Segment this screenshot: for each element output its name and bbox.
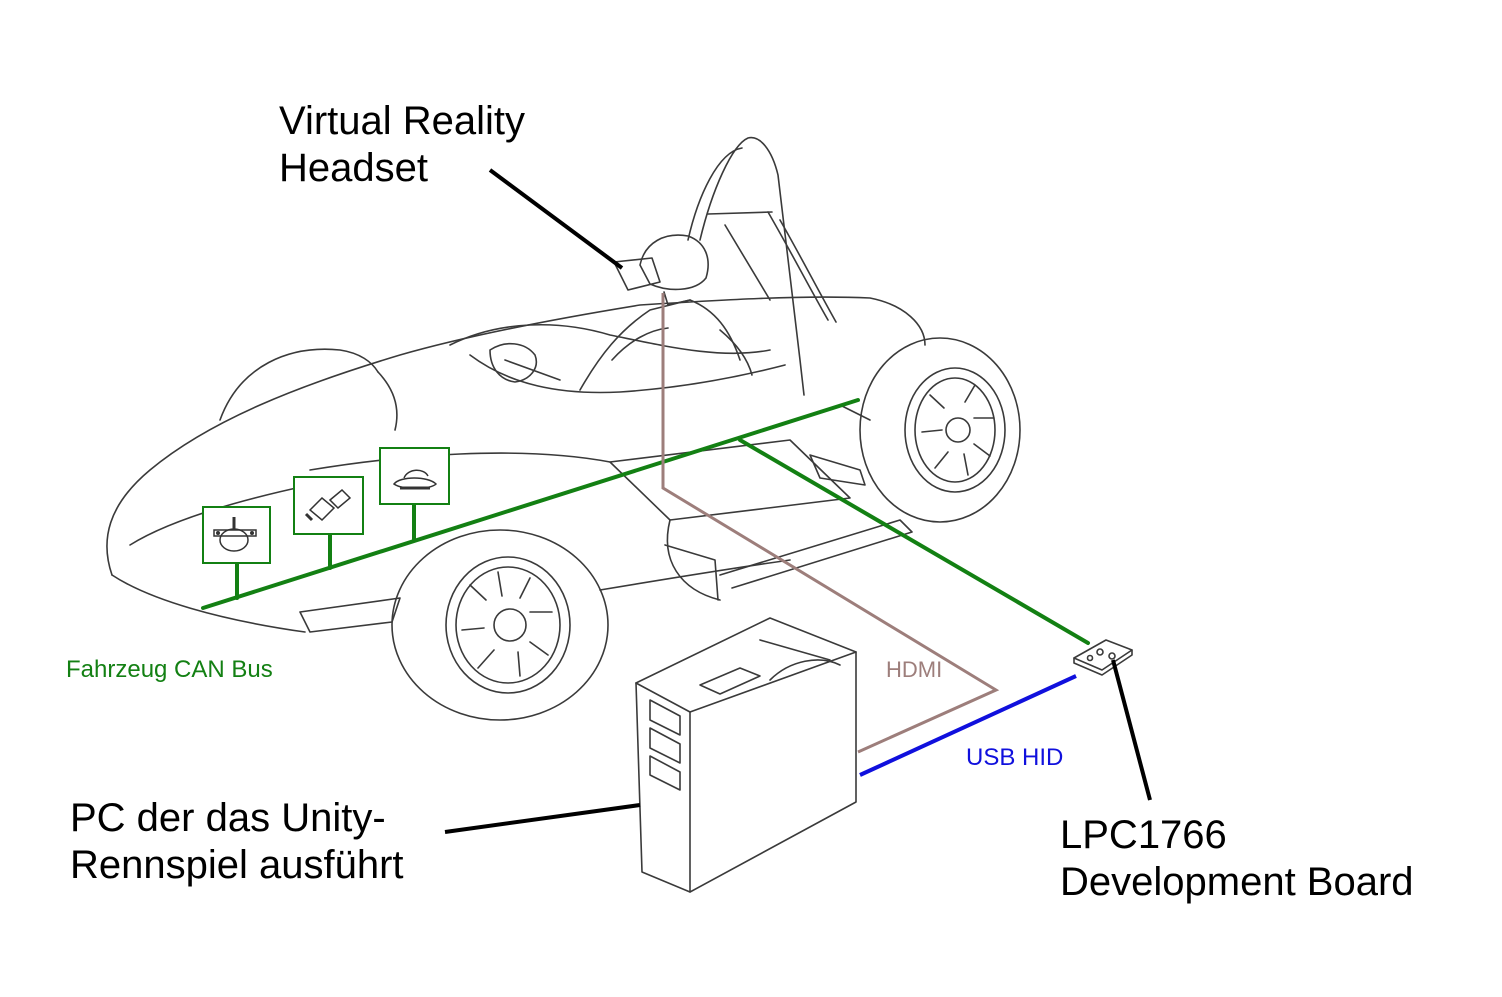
race-car-sketch (106, 136, 1021, 721)
can-bus-label: Fahrzeug CAN Bus (66, 656, 273, 683)
pressure-sensor-icon (293, 476, 364, 535)
vr-headset-drawing (613, 234, 709, 306)
pedal-sensor-icon (379, 447, 450, 505)
hdmi-label: HDMI (886, 657, 943, 682)
pc-label-line-1: PC der das Unity- (70, 796, 386, 840)
pc-tower-drawing (635, 617, 857, 893)
rear-wheel (859, 337, 1021, 523)
steering-angle-sensor-icon (202, 506, 271, 564)
pc-label-line-2: Rennspiel ausführt (70, 843, 404, 888)
hdmi-cable (661, 293, 1000, 754)
dev-board-label: LPC1766 Development Board (1060, 812, 1414, 906)
leader-lines (444, 168, 1152, 834)
front-wheel (391, 529, 609, 721)
usb-hid-label: USB HID (966, 744, 1064, 771)
dev-board-label-line-2: Development Board (1060, 860, 1414, 905)
pc-label: PC der das Unity- Rennspiel ausführt (70, 795, 404, 889)
dev-board-drawing (1073, 639, 1133, 676)
usb-hid-cable (859, 674, 1077, 777)
vr-headset-label-line-2: Headset (279, 146, 428, 191)
vr-headset-label: Virtual Reality Headset (279, 98, 525, 192)
vr-headset-label-line-1: Virtual Reality (279, 99, 526, 143)
dev-board-label-line-1: LPC1766 (1060, 813, 1227, 857)
can-bus-lines (201, 398, 1090, 645)
